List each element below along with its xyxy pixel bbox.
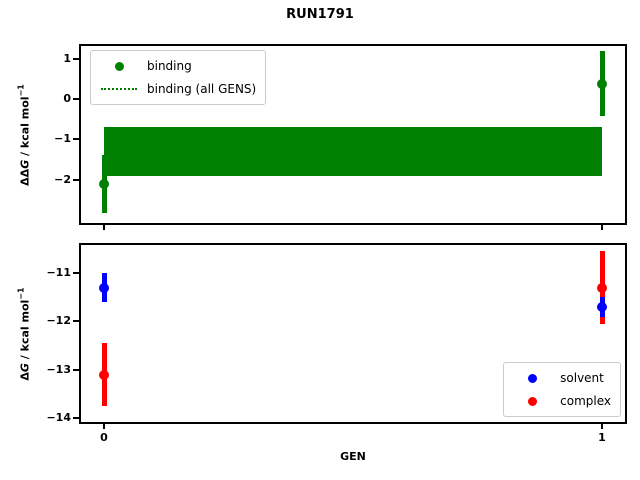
data-point-binding bbox=[597, 78, 607, 89]
y-tick-mark bbox=[73, 57, 79, 60]
legend: binding binding (all GENS) bbox=[90, 50, 267, 105]
legend-label: binding (all GENS) bbox=[147, 82, 257, 96]
x-axis-label: GEN bbox=[340, 450, 366, 463]
y-tick-mark bbox=[73, 417, 79, 420]
y-tick-mark bbox=[73, 368, 79, 371]
data-point-solvent bbox=[597, 301, 607, 312]
ylabel-superscript: −1 bbox=[16, 286, 26, 300]
data-point-solvent bbox=[99, 282, 109, 293]
x-tick-mark bbox=[601, 424, 603, 429]
y-tick-label: −1 bbox=[54, 132, 71, 146]
y-tick-label: −2 bbox=[54, 172, 71, 186]
y-tick-label: −13 bbox=[46, 362, 71, 376]
x-tick-mark bbox=[103, 225, 105, 230]
legend-item: binding bbox=[100, 56, 256, 76]
legend-item: solvent bbox=[513, 368, 611, 388]
y-tick-label: −12 bbox=[46, 314, 71, 328]
figure-title: RUN1791 bbox=[286, 7, 354, 22]
data-point-complex bbox=[597, 282, 607, 293]
data-point-complex bbox=[99, 369, 109, 380]
y-tick-label: 0 bbox=[63, 92, 71, 105]
x-tick-mark bbox=[601, 225, 603, 230]
uncertainty-band bbox=[104, 127, 602, 176]
legend-handle bbox=[100, 61, 138, 71]
ylabel-symbol: G bbox=[18, 159, 32, 169]
legend-handle bbox=[513, 396, 551, 406]
legend: solvent complex bbox=[503, 362, 621, 417]
legend-item: complex bbox=[513, 391, 611, 411]
legend-label: binding bbox=[147, 59, 192, 73]
y-tick-mark bbox=[73, 98, 79, 100]
y-tick-mark bbox=[73, 178, 79, 181]
legend-label: solvent bbox=[560, 371, 604, 385]
data-point-binding bbox=[99, 178, 109, 189]
y-tick-label: 1 bbox=[63, 51, 71, 65]
x-tick-mark bbox=[103, 424, 105, 429]
legend-marker-dot bbox=[114, 61, 124, 71]
legend-handle bbox=[513, 373, 551, 383]
legend-marker-dot bbox=[527, 396, 537, 406]
y-tick-label: −14 bbox=[46, 411, 71, 425]
legend-label: complex bbox=[560, 394, 611, 408]
x-tick-label: 0 bbox=[100, 431, 108, 444]
x-tick-label: 1 bbox=[598, 431, 606, 444]
y-tick-label: −11 bbox=[46, 266, 71, 279]
y-tick-mark bbox=[73, 320, 79, 323]
legend-dotted-line bbox=[101, 88, 137, 90]
y-tick-mark bbox=[73, 272, 79, 274]
legend-item: binding (all GENS) bbox=[100, 79, 256, 99]
legend-marker-dot bbox=[527, 373, 537, 383]
legend-handle bbox=[100, 88, 138, 90]
ylabel-unit: / kcal mol bbox=[18, 299, 32, 363]
y-tick-mark bbox=[73, 138, 79, 141]
